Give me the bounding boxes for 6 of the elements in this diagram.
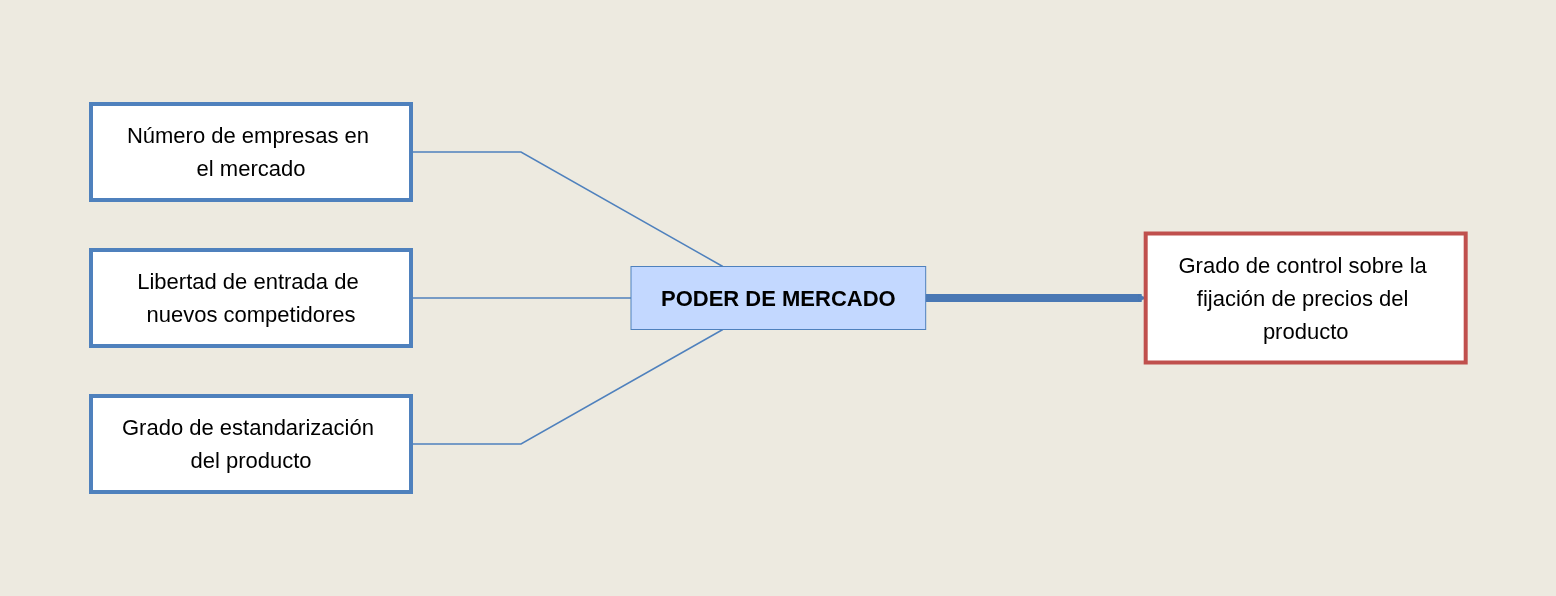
node-box: Libertad de entrada de nuevos competidores — [88, 248, 413, 348]
node-box: Número de empresas en el mercado — [88, 102, 413, 202]
arrow — [925, 293, 1146, 303]
node-box: PODER DE MERCADO — [630, 266, 926, 330]
node-box: Grado de estandarización del producto — [88, 394, 413, 494]
node-box: Grado de control sobre la fijación de precios del producto — [1143, 231, 1468, 365]
